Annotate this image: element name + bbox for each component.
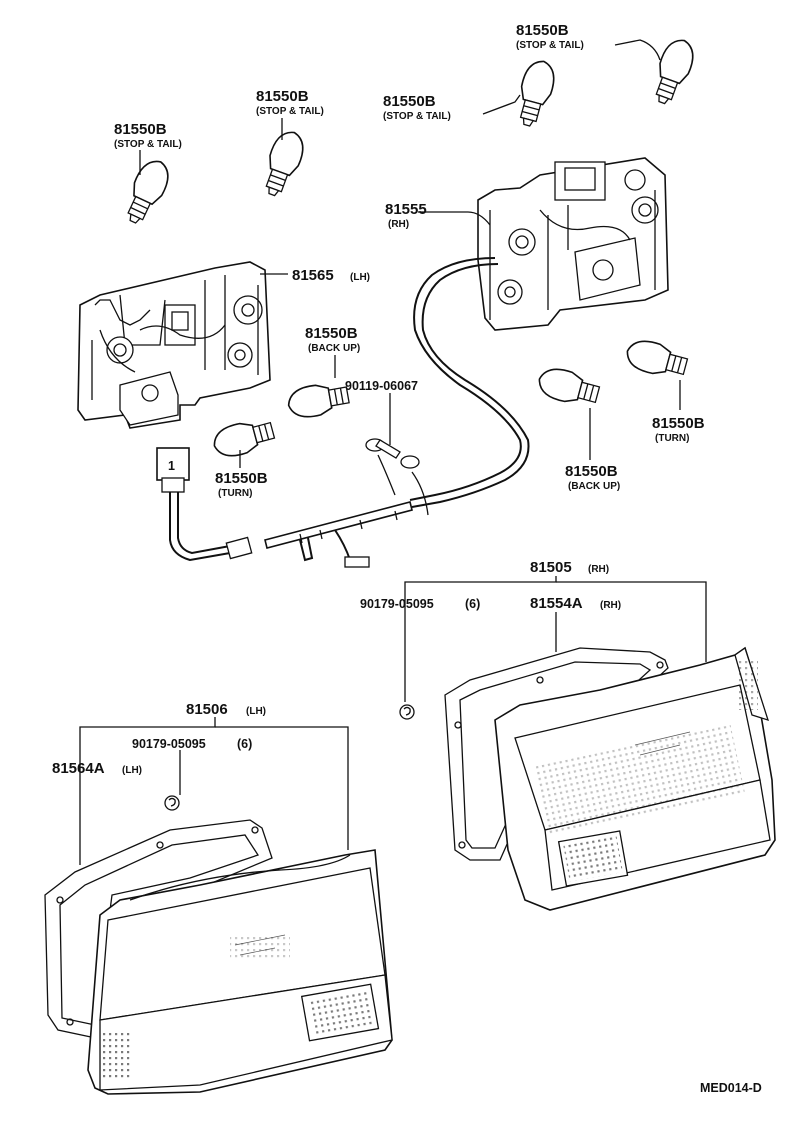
part-description: (TURN) — [655, 433, 689, 444]
part-description: (LH) — [246, 706, 266, 717]
part-number: 81550B — [215, 470, 268, 487]
bulb-back-up-rh — [538, 368, 601, 404]
diagram-code: MED014-D — [700, 1081, 762, 1095]
part-number: 81505 — [530, 559, 572, 576]
part-number: 81564A — [52, 760, 105, 777]
part-description: (BACK UP) — [568, 481, 620, 492]
bulb-stop-tail-3 — [519, 60, 555, 127]
bulb-turn-lh — [213, 421, 276, 457]
part-description: (BACK UP) — [308, 343, 360, 354]
label-gasket-rh: 81554A (RH) — [530, 595, 621, 612]
part-description: (STOP & TAIL) — [256, 106, 324, 117]
label-bulb-back-up-lh: 81550B (BACK UP) — [305, 325, 360, 354]
label-bulb-stop-tail-4: 81550B (STOP & TAIL) — [516, 22, 584, 51]
part-description: (RH) — [388, 219, 409, 230]
part-number: 81554A — [530, 595, 583, 612]
bulb-stop-tail-4 — [655, 39, 694, 105]
part-description: (RH) — [600, 600, 621, 611]
connector-mark: 1 — [168, 459, 175, 473]
part-description: (LH) — [350, 272, 370, 283]
bulb-turn-rh — [626, 340, 689, 376]
label-lamp-rh: 81505 (RH) — [530, 559, 609, 576]
connector-1: 1 — [156, 447, 190, 493]
quantity: (6) — [237, 737, 252, 751]
part-number: 90179-05095 — [360, 597, 434, 611]
part-description: (TURN) — [218, 488, 252, 499]
bulb-stop-tail-2 — [265, 131, 304, 197]
part-number: 81555 — [385, 201, 427, 218]
label-bulb-stop-tail-2: 81550B (STOP & TAIL) — [256, 88, 324, 117]
part-description: (LH) — [122, 765, 142, 776]
part-number: 81550B — [305, 325, 358, 342]
part-description: (STOP & TAIL) — [114, 139, 182, 150]
leader-lines — [79, 39, 707, 865]
label-nut-rh: 90179-05095 (6) — [360, 597, 480, 611]
label-bulb-turn-rh: 81550B (TURN) — [652, 415, 705, 444]
part-number: 81550B — [652, 415, 705, 432]
part-number: 81506 — [186, 701, 228, 718]
part-description: (STOP & TAIL) — [383, 111, 451, 122]
nut-rh — [399, 704, 415, 720]
quantity: (6) — [465, 597, 480, 611]
wire-harness — [169, 257, 530, 568]
lamp-lens-rh — [494, 646, 776, 911]
label-bulb-back-up-rh: 81550B (BACK UP) — [565, 463, 620, 492]
label-screw: 90119-06067 — [345, 379, 418, 393]
part-number: 81550B — [383, 93, 436, 110]
label-lamp-lh: 81506 (LH) — [186, 701, 266, 718]
socket-plate-rh — [477, 157, 669, 331]
screw — [365, 438, 420, 469]
socket-plate-lh — [77, 261, 271, 429]
label-socket-rh: 81555 (RH) — [385, 201, 427, 230]
part-number: 81565 — [292, 267, 334, 284]
label-bulb-turn-lh: 81550B (TURN) — [215, 470, 268, 499]
label-bulb-stop-tail-3: 81550B (STOP & TAIL) — [383, 93, 451, 122]
part-description: (RH) — [588, 564, 609, 575]
lamp-lens-lh — [87, 849, 393, 1095]
label-gasket-lh: 81564A (LH) — [52, 760, 142, 777]
bulb-stop-tail-1 — [127, 160, 169, 224]
label-socket-lh: 81565 (LH) — [292, 267, 370, 284]
part-description: (STOP & TAIL) — [516, 40, 584, 51]
part-number: 81550B — [114, 121, 167, 138]
part-number: 81550B — [256, 88, 309, 105]
nut-lh — [164, 795, 180, 811]
label-bulb-stop-tail-1: 81550B (STOP & TAIL) — [114, 121, 182, 150]
part-number: 90179-05095 — [132, 737, 206, 751]
part-number: 81550B — [516, 22, 569, 39]
label-nut-lh: 90179-05095 (6) — [132, 737, 252, 751]
bulb-back-up-lh — [287, 384, 350, 418]
part-number: 90119-06067 — [345, 379, 418, 393]
part-number: 81550B — [565, 463, 618, 480]
